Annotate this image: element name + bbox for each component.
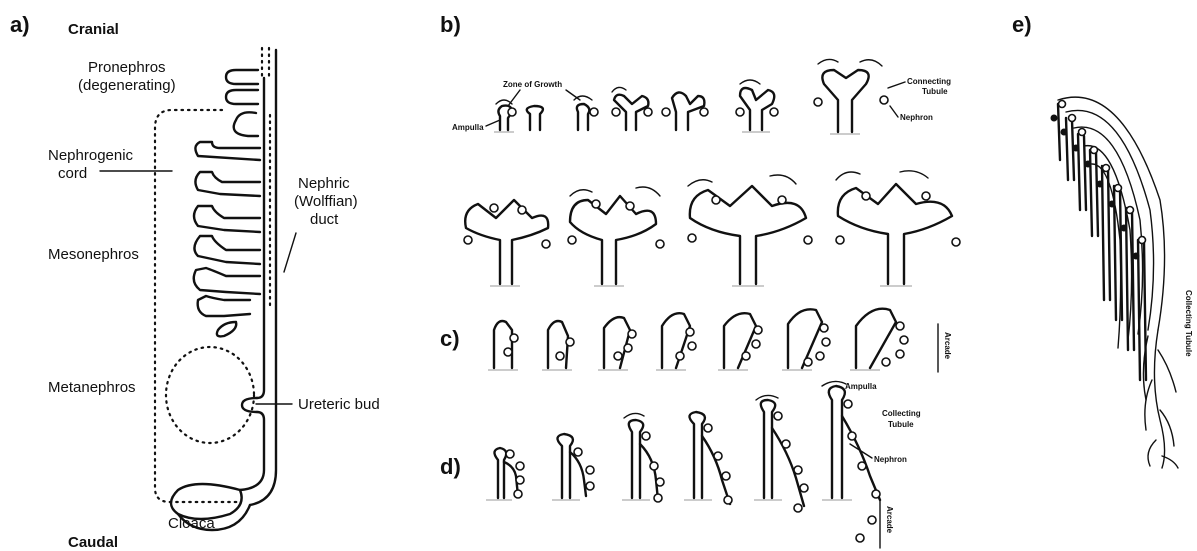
panel-a: a) Cranial Caudal Pronephros (degenerati… — [10, 12, 380, 551]
panel-b-row2-trees — [465, 184, 952, 284]
panel-e-collecting-tubule — [1143, 330, 1178, 468]
panel-b-row2-zones — [570, 171, 928, 196]
pronephric-tubules — [226, 70, 258, 136]
connecting-pointer — [888, 82, 905, 88]
connecting-tubule-label-1: Connecting — [907, 77, 951, 86]
ureteric-bud-label: Ureteric bud — [298, 396, 380, 413]
nephrogenic-label-line1: Nephrogenic — [48, 147, 134, 164]
ampulla-label-d: Ampulla — [845, 382, 877, 391]
nephron-label-b: Nephron — [900, 113, 933, 122]
nephric-label-line3: duct — [310, 211, 339, 228]
panel-label-c: c) — [440, 326, 460, 351]
nephric-label-line1: Nephric — [298, 175, 350, 192]
nephron-pointer-b — [890, 106, 898, 117]
panel-e: e) Collecting Tubule — [1012, 12, 1193, 468]
arcade-label-c: Arcade — [943, 332, 952, 360]
caudal-label: Caudal — [68, 534, 118, 551]
panel-label-b: b) — [440, 12, 461, 37]
nephric-label-line2: (Wolffian) — [294, 193, 358, 210]
panel-b: b) Zone of Growth Ampulla Connecting Tub… — [440, 12, 960, 286]
metanephros-label: Metanephros — [48, 379, 136, 396]
panel-e-ducts — [1058, 104, 1146, 380]
cranial-label: Cranial — [68, 21, 119, 38]
nephric-duct-lower — [240, 412, 264, 490]
panel-label-d: d) — [440, 454, 461, 479]
mesonephric-tubules — [194, 142, 260, 336]
ampulla-label-b: Ampulla — [452, 123, 484, 132]
panel-d-collecting-ducts — [494, 386, 844, 498]
pronephros-label-line2: (degenerating) — [78, 77, 176, 94]
collecting-label-d-1: Collecting — [882, 409, 921, 418]
panel-b-ground — [490, 132, 912, 286]
nephron-label-d: Nephron — [874, 455, 907, 464]
collecting-tubule-label-e: Collecting Tubule — [1184, 290, 1193, 357]
metanephric-blastema — [166, 347, 254, 443]
panel-d: d) Ampulla Collecting Tubule Nephron Arc… — [440, 381, 921, 548]
cloaca-shape — [171, 484, 242, 519]
nephric-pointer — [284, 233, 296, 272]
pronephros-label-line1: Pronephros — [88, 59, 166, 76]
panel-b-row1-nephrons — [508, 96, 888, 116]
zog-pointer-2 — [566, 90, 580, 100]
panel-d-arcades — [504, 416, 880, 506]
arcade-label-d: Arcade — [885, 506, 894, 534]
panel-c-arcades — [494, 309, 896, 368]
panel-b-row2-nephrons — [464, 192, 960, 248]
nephrogenic-label-line2: cord — [58, 165, 87, 182]
connecting-tubule-label-2: Tubule — [922, 87, 948, 96]
ureteric-bud-shape — [242, 398, 257, 412]
mesonephros-label: Mesonephros — [48, 246, 139, 263]
panel-label-e: e) — [1012, 12, 1032, 37]
ampulla-pointer-b — [486, 120, 500, 126]
zog-pointer-1 — [508, 90, 520, 106]
panel-c: c) Arcade — [440, 309, 952, 372]
panel-e-arcade-arcs — [1058, 97, 1165, 348]
nephric-duct-inner — [257, 78, 264, 398]
zone-of-growth-label: Zone of Growth — [503, 80, 562, 89]
collecting-label-d-2: Tubule — [888, 420, 914, 429]
panel-label-a: a) — [10, 12, 30, 37]
panel-d-zones — [624, 381, 846, 418]
